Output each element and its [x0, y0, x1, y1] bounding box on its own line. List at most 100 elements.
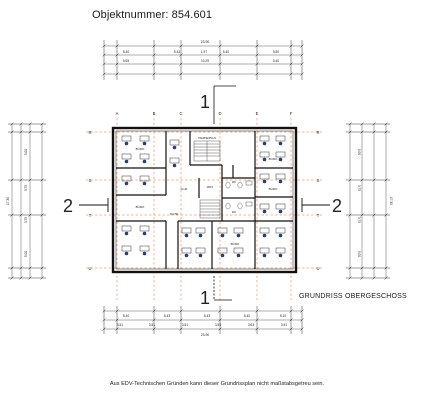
dimension-bottom-7: 3.51: [149, 323, 155, 327]
office-chair: [262, 233, 267, 238]
office-chair: [198, 233, 203, 238]
desk: [195, 227, 206, 234]
dimension-bottom-8: 3.51: [182, 323, 188, 327]
dimension-top-8: 5.40: [273, 59, 279, 63]
axis-label-u-left: U: [88, 266, 91, 271]
dimension-bottom-1: 5.40: [123, 314, 129, 318]
desk: [259, 173, 270, 180]
office-chair: [278, 209, 283, 214]
desk: [195, 247, 206, 254]
section-markers: 1 1 2 2: [63, 85, 342, 308]
wc-fixtures: [225, 180, 253, 210]
desk: [217, 247, 228, 254]
office-chair: [262, 141, 267, 146]
desk: [169, 157, 180, 164]
office-chair: [278, 141, 283, 146]
top-dimension-chain: 23.90 5.40 5.43 1.97 5.40 5.50 5.65 10.2…: [102, 40, 304, 80]
bottom-dimension-chain: 5.40 5.43 5.43 5.40 5.10 3.51 3.51 3.51 …: [102, 306, 304, 337]
axis-label-f: F: [290, 111, 293, 116]
dimension-bottom-4: 5.40: [244, 314, 250, 318]
dimension-right-4: 5.00: [357, 251, 361, 257]
desk: [181, 227, 192, 234]
desk: [259, 203, 270, 210]
desk: [121, 175, 132, 182]
room-label-office-4: BÜRO: [269, 187, 278, 191]
desk: [121, 153, 132, 160]
dimension-right-total: 17.30: [389, 197, 393, 205]
dimension-bottom-11: 3.51: [281, 323, 287, 327]
desk: [275, 135, 286, 142]
dimension-top-2: 5.43: [174, 50, 180, 54]
office-chair: [220, 233, 225, 238]
desk: [275, 247, 286, 254]
dimension-top-4: 5.40: [223, 50, 229, 54]
dimension-top-total: 23.90: [201, 40, 210, 44]
room-label-wc-2: WC: [232, 210, 236, 214]
desk: [181, 247, 192, 254]
office-chair: [142, 159, 147, 164]
desk: [121, 135, 132, 142]
office-chair: [142, 251, 147, 256]
room-label-corridor: FLUR: [181, 187, 188, 191]
dimension-left-1: 5.00: [24, 149, 28, 155]
dimension-left-3: 3.75: [24, 217, 28, 223]
office-chair: [172, 145, 177, 150]
axis-label-e: E: [256, 111, 259, 116]
desk: [233, 247, 244, 254]
office-chair: [124, 251, 129, 256]
dimension-top-6: 5.65: [123, 59, 129, 63]
desk: [259, 227, 270, 234]
axis-label-u-right: U: [316, 266, 319, 271]
dimension-top-7: 10.25: [201, 59, 209, 63]
room-label-kitchen: KÜCHE: [170, 213, 179, 216]
desk: [275, 151, 286, 158]
office-chair: [142, 181, 147, 186]
room-label-office-3: BÜRO: [269, 157, 278, 161]
room-label-staircase: TREPPENHAUS: [198, 137, 216, 140]
room-label-wc-1: WC: [232, 180, 236, 184]
axis-label-s-left: S: [89, 178, 92, 183]
office-furniture: [121, 135, 286, 258]
office-chair: [278, 253, 283, 258]
dimension-bottom-2: 5.43: [164, 314, 170, 318]
dimension-left-4: 5.00: [24, 251, 28, 257]
dimension-bottom-total: 23.90: [201, 333, 210, 337]
office-chair: [236, 233, 241, 238]
office-chair: [172, 163, 177, 168]
dimension-left-total: 17.30: [6, 197, 10, 205]
axis-label-s-right: S: [317, 178, 320, 183]
office-chair: [278, 233, 283, 238]
desk: [275, 227, 286, 234]
desk: [275, 173, 286, 180]
desk: [259, 135, 270, 142]
desk: [259, 247, 270, 254]
desk: [233, 227, 244, 234]
dimension-right-3: 3.75: [357, 217, 361, 223]
office-chair: [278, 179, 283, 184]
room-labels: BÜRO BÜRO BÜRO BÜRO BÜRO WC WC FLUR TREP…: [136, 137, 278, 246]
dimension-left-2: 3.75: [24, 185, 28, 191]
axis-label-c: C: [179, 111, 182, 116]
floor-plan-title: GRUNDRISS OBERGESCHOSS: [299, 293, 407, 300]
section-mark-1-top: 1: [200, 92, 210, 112]
interior-walls: [116, 131, 293, 269]
office-chair: [184, 253, 189, 258]
right-dimension-chain: 17.30 5.00 3.75 3.75 5.00: [346, 122, 393, 280]
office-chair: [124, 159, 129, 164]
section-mark-2-left: 2: [63, 196, 73, 216]
office-chair: [278, 157, 283, 162]
room-label-office-5: BÜRO: [231, 242, 240, 246]
desk: [217, 227, 228, 234]
office-chair: [262, 253, 267, 258]
office-chair: [142, 141, 147, 146]
axis-label-t-right: T: [317, 213, 320, 218]
desk: [139, 245, 150, 252]
office-chair: [262, 209, 267, 214]
object-number: Objektnummer: 854.601: [92, 9, 213, 21]
room-label-office-1: BÜRO: [136, 147, 145, 151]
desk: [259, 151, 270, 158]
desk: [275, 203, 286, 210]
office-chair: [142, 231, 147, 236]
dimension-top-5: 5.50: [273, 50, 279, 54]
